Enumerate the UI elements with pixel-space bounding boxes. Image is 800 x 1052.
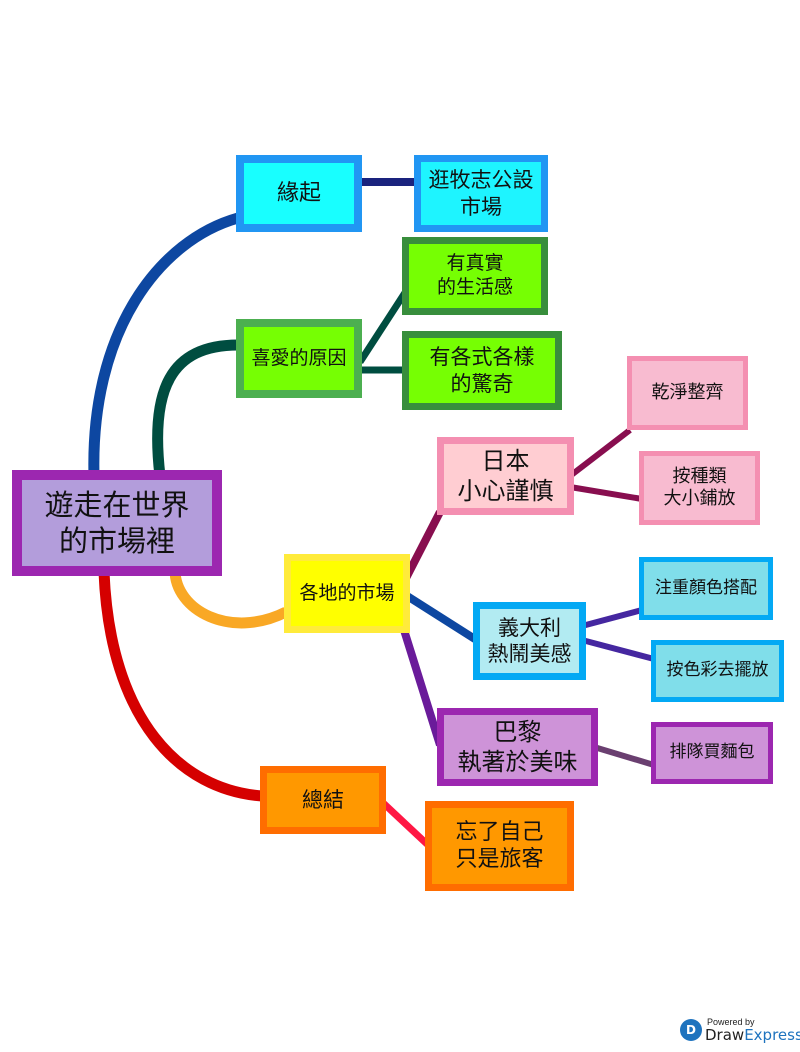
node-paris[interactable]: 巴黎 執著於美味 [437, 708, 598, 786]
node-japan-child-2[interactable]: 按種類 大小鋪放 [639, 451, 760, 525]
node-reasons-child-2[interactable]: 有各式各樣 的驚奇 [402, 331, 562, 410]
node-summary[interactable]: 總結 [260, 766, 386, 834]
connector-summary-child [377, 797, 431, 848]
node-italy-child-2[interactable]: 按色彩去擺放 [651, 640, 784, 702]
node-text: 的驚奇 [450, 371, 514, 396]
connector-markets-italy [401, 590, 481, 645]
node-text: 有真實 [446, 252, 504, 275]
drawexpress-logo: D Powered by DrawExpress [680, 1017, 800, 1044]
node-text: 執著於美味 [457, 748, 578, 776]
node-japan-child-1[interactable]: 乾淨整齊 [627, 356, 748, 430]
node-text: 喜愛的原因 [251, 346, 347, 369]
node-summary-child[interactable]: 忘了自己 只是旅客 [425, 801, 574, 891]
connector-italy-child1 [581, 607, 643, 629]
root-node[interactable]: 遊走在世界 的市場裡 [12, 470, 222, 576]
connector-root-origin [88, 212, 240, 477]
node-italy-child-1[interactable]: 注重顏色搭配 [639, 557, 773, 620]
node-italy[interactable]: 義大利 熱鬧美感 [473, 602, 586, 680]
node-text: 的市場裡 [58, 524, 175, 558]
node-text: 乾淨整齊 [651, 381, 724, 403]
connector-reasons-child1 [357, 286, 411, 364]
node-text: 按種類 [672, 465, 727, 487]
node-origin[interactable]: 緣起 [236, 155, 362, 232]
node-text: 遊走在世界 [44, 487, 190, 522]
node-text: 義大利 [498, 615, 561, 640]
connector-markets-japan [400, 510, 444, 584]
node-text: 熱鬧美感 [487, 642, 572, 666]
drawexpress-logo-icon: D [680, 1019, 702, 1042]
node-text: 忘了自己 [455, 819, 544, 845]
node-text: 總結 [302, 787, 344, 812]
node-text: 大小鋪放 [663, 488, 736, 509]
connector-root-reasons [152, 339, 239, 477]
node-text: 注重顏色搭配 [655, 577, 757, 598]
node-text: 各地的市場 [299, 581, 395, 604]
node-reasons[interactable]: 喜愛的原因 [236, 319, 362, 398]
connector-root-summary [98, 571, 263, 802]
node-japan[interactable]: 日本 小心謹慎 [437, 437, 574, 515]
connector-root-markets [169, 569, 289, 629]
node-text: 的生活感 [436, 276, 513, 298]
node-text: 只是旅客 [455, 847, 544, 872]
node-text: 市場 [460, 194, 502, 219]
node-paris-child-1[interactable]: 排隊買麵包 [651, 722, 773, 784]
node-text: 有各式各樣 [429, 345, 535, 370]
node-text: 排隊買麵包 [669, 742, 755, 763]
connector-japan-child2 [569, 484, 643, 502]
brand-draw: Draw [705, 1025, 745, 1044]
connector-italy-child2 [581, 637, 655, 662]
connector-markets-paris [400, 628, 444, 747]
node-text: 按色彩去擺放 [666, 660, 769, 681]
node-markets[interactable]: 各地的市場 [284, 554, 410, 633]
node-text: 日本 [481, 447, 530, 475]
powered-by-text: Powered by [707, 1017, 755, 1027]
node-text: 小心謹慎 [457, 477, 554, 505]
node-text: 逛牧志公設 [428, 168, 534, 193]
node-origin-child[interactable]: 逛牧志公設 市場 [414, 155, 548, 232]
connector-paris-child1 [593, 744, 655, 768]
node-text: 巴黎 [493, 718, 542, 746]
connector-japan-child1 [568, 427, 632, 479]
node-text: 緣起 [276, 180, 321, 206]
brand-express: Express [744, 1025, 800, 1044]
node-reasons-child-1[interactable]: 有真實 的生活感 [402, 237, 548, 315]
